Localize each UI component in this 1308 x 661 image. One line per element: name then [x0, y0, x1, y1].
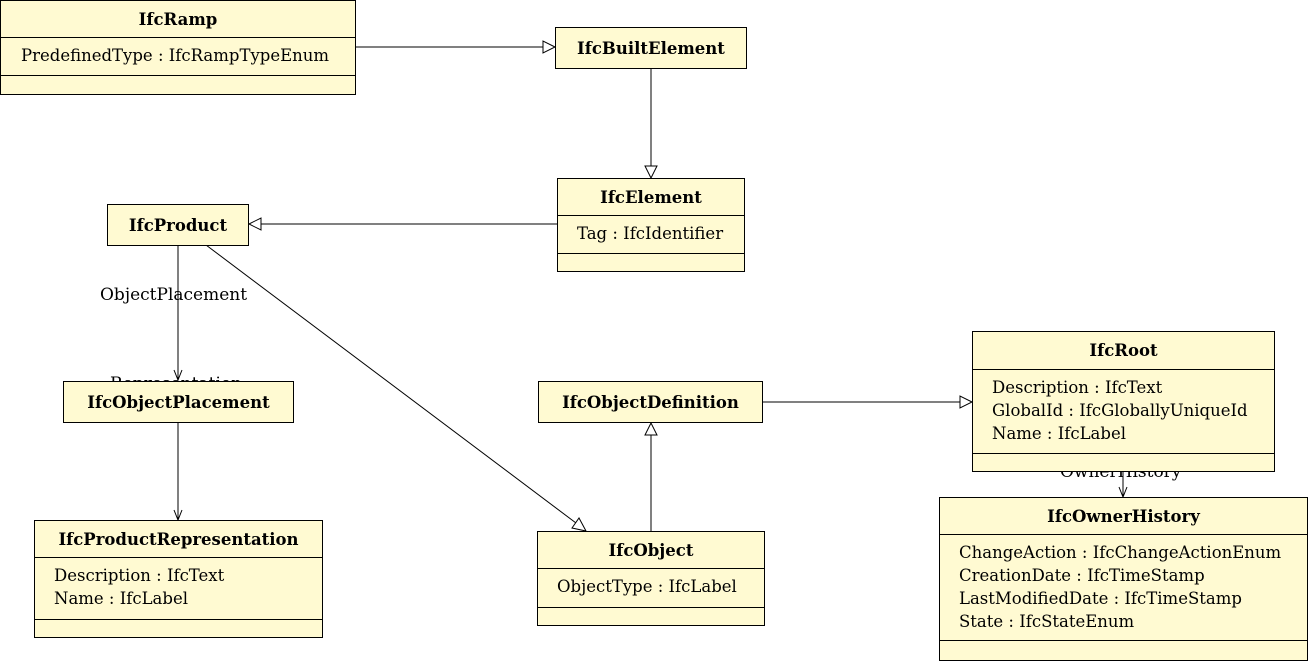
element-generalization-arrowhead	[247, 217, 262, 231]
class-name: IfcRoot	[973, 332, 1274, 370]
object-placement-arrowhead	[173, 369, 183, 382]
class-ifc-root: IfcRoot Description : IfcText GlobalId :…	[972, 331, 1275, 472]
class-ifc-product: IfcProduct	[107, 204, 249, 246]
object-placement-role-label: ObjectPlacement	[100, 285, 248, 305]
class-attributes: Description : IfcText GlobalId : IfcGlob…	[973, 370, 1274, 454]
class-name: IfcRamp	[1, 1, 355, 38]
class-name: IfcObjectDefinition	[562, 392, 739, 412]
class-attributes: PredefinedType : IfcRampTypeEnum	[1, 38, 355, 76]
class-ifc-object-definition: IfcObjectDefinition	[538, 381, 763, 423]
class-attributes: Tag : IfcIdentifier	[558, 216, 744, 254]
attribute: CreationDate : IfcTimeStamp	[959, 566, 1205, 585]
attribute: Tag : IfcIdentifier	[577, 224, 724, 243]
class-ifc-object: IfcObject ObjectType : IfcLabel	[537, 531, 765, 626]
class-name: IfcOwnerHistory	[940, 498, 1307, 535]
attribute: Description : IfcText	[54, 566, 225, 585]
attribute: LastModifiedDate : IfcTimeStamp	[959, 589, 1242, 608]
attribute: PredefinedType : IfcRampTypeEnum	[21, 46, 330, 65]
class-attributes: ObjectType : IfcLabel	[538, 569, 764, 608]
attribute: State : IfcStateEnum	[959, 612, 1135, 631]
class-ifc-built-element: IfcBuiltElement	[555, 27, 747, 69]
class-name: IfcProductRepresentation	[35, 521, 322, 558]
class-ifc-product-representation: IfcProductRepresentation Description : I…	[34, 520, 323, 638]
attribute: GlobalId : IfcGloballyUniqueId	[992, 401, 1248, 420]
class-ifc-ramp: IfcRamp PredefinedType : IfcRampTypeEnum	[0, 0, 356, 95]
attribute: Name : IfcLabel	[992, 424, 1126, 443]
attribute: ObjectType : IfcLabel	[557, 577, 737, 596]
ramp-generalization-arrowhead	[542, 40, 557, 54]
object-definition-generalization-arrowhead	[959, 395, 974, 409]
attribute: ChangeAction : IfcChangeActionEnum	[959, 543, 1282, 562]
class-ifc-object-placement: IfcObjectPlacement	[63, 381, 294, 423]
class-name: IfcProduct	[128, 215, 228, 235]
class-ifc-element: IfcElement Tag : IfcIdentifier	[557, 178, 745, 272]
attribute: Description : IfcText	[992, 378, 1163, 397]
class-name: IfcObjectPlacement	[87, 392, 270, 412]
class-ifc-owner-history: IfcOwnerHistory ChangeAction : IfcChange…	[939, 497, 1308, 661]
attribute: Name : IfcLabel	[54, 589, 188, 608]
class-name: IfcElement	[558, 179, 744, 216]
built-element-to-element-arrowhead	[644, 165, 658, 180]
class-name: IfcObject	[538, 532, 764, 569]
object-generalization-arrowhead	[644, 421, 658, 436]
class-attributes: ChangeAction : IfcChangeActionEnum Creat…	[940, 535, 1307, 641]
class-attributes: Description : IfcText Name : IfcLabel	[35, 558, 322, 620]
class-name: IfcBuiltElement	[577, 38, 725, 58]
product-generalization-line	[205, 244, 577, 524]
product-generalization-arrowhead	[571, 517, 587, 532]
